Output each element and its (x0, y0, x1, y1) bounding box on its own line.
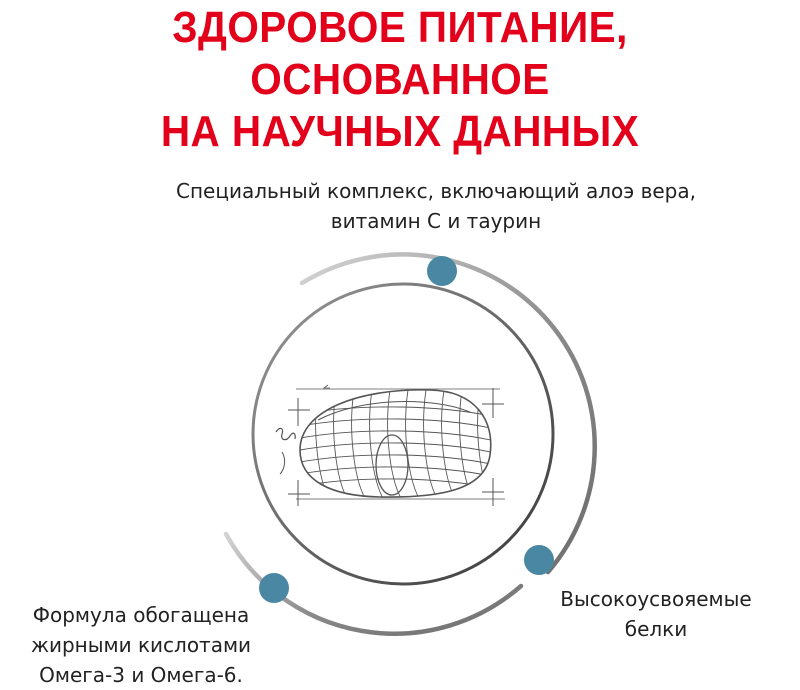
benefit-caption-right: Высокоусвояемые белки (560, 587, 752, 641)
marker-top (427, 256, 457, 286)
benefit-caption-top: Специальный комплекс, включающий алоэ ве… (176, 179, 696, 233)
title-line-2: НА НАУЧНЫХ ДАННЫХ (160, 107, 640, 156)
page-title: ЗДОРОВОЕ ПИТАНИЕ, ОСНОВАННОЕ НА НАУЧНЫХ … (0, 2, 800, 158)
outer-ring-upper-arc (299, 252, 597, 575)
inner-ring (251, 282, 555, 586)
outer-ring-lower-arc (223, 531, 524, 636)
marker-left (259, 573, 289, 603)
title-line-1: ЗДОРОВОЕ ПИТАНИЕ, ОСНОВАННОЕ (172, 3, 628, 104)
kibble-sketch-icon (275, 384, 505, 506)
marker-right (524, 545, 554, 575)
benefit-caption-left: Формула обогащена жирными кислотами Омег… (30, 603, 252, 687)
